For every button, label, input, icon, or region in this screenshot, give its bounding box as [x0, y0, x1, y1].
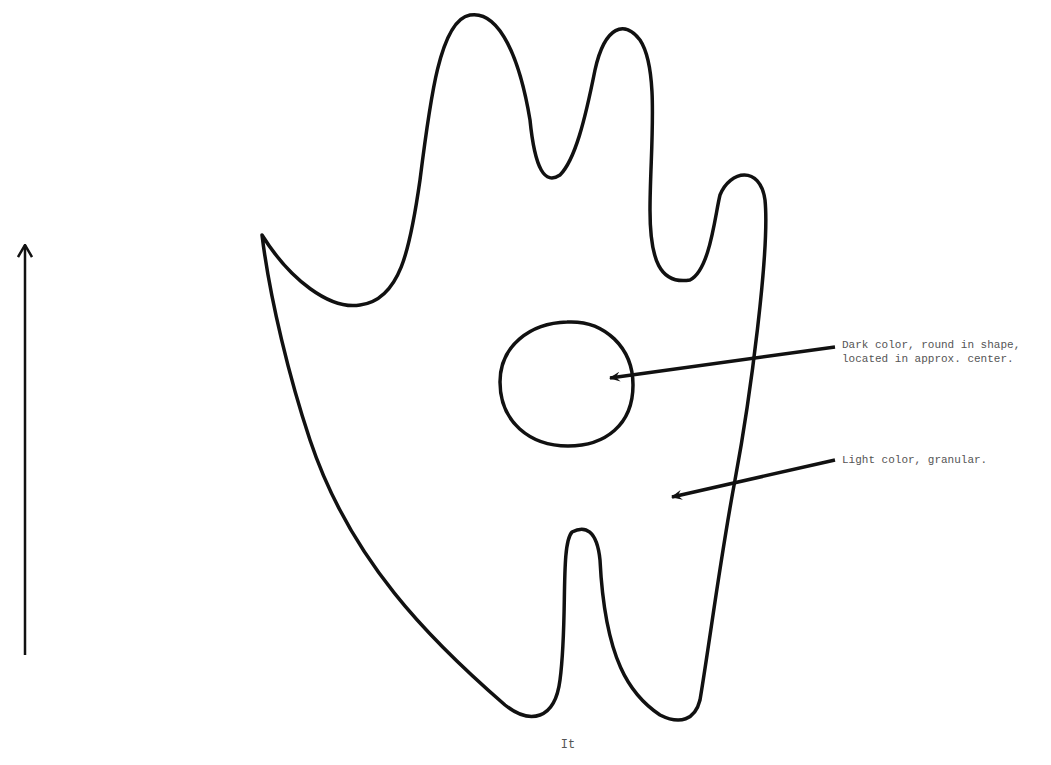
cytoplasm-note: Light color, granular.	[842, 453, 1042, 467]
direction-arrow	[24, 245, 27, 655]
leader-arrow	[610, 347, 835, 378]
nucleus-note: Dark color, round in shape, located in a…	[842, 338, 1042, 366]
leader-arrow	[672, 460, 835, 497]
nucleus-outline	[500, 322, 633, 446]
figure-mark: It	[548, 738, 588, 752]
